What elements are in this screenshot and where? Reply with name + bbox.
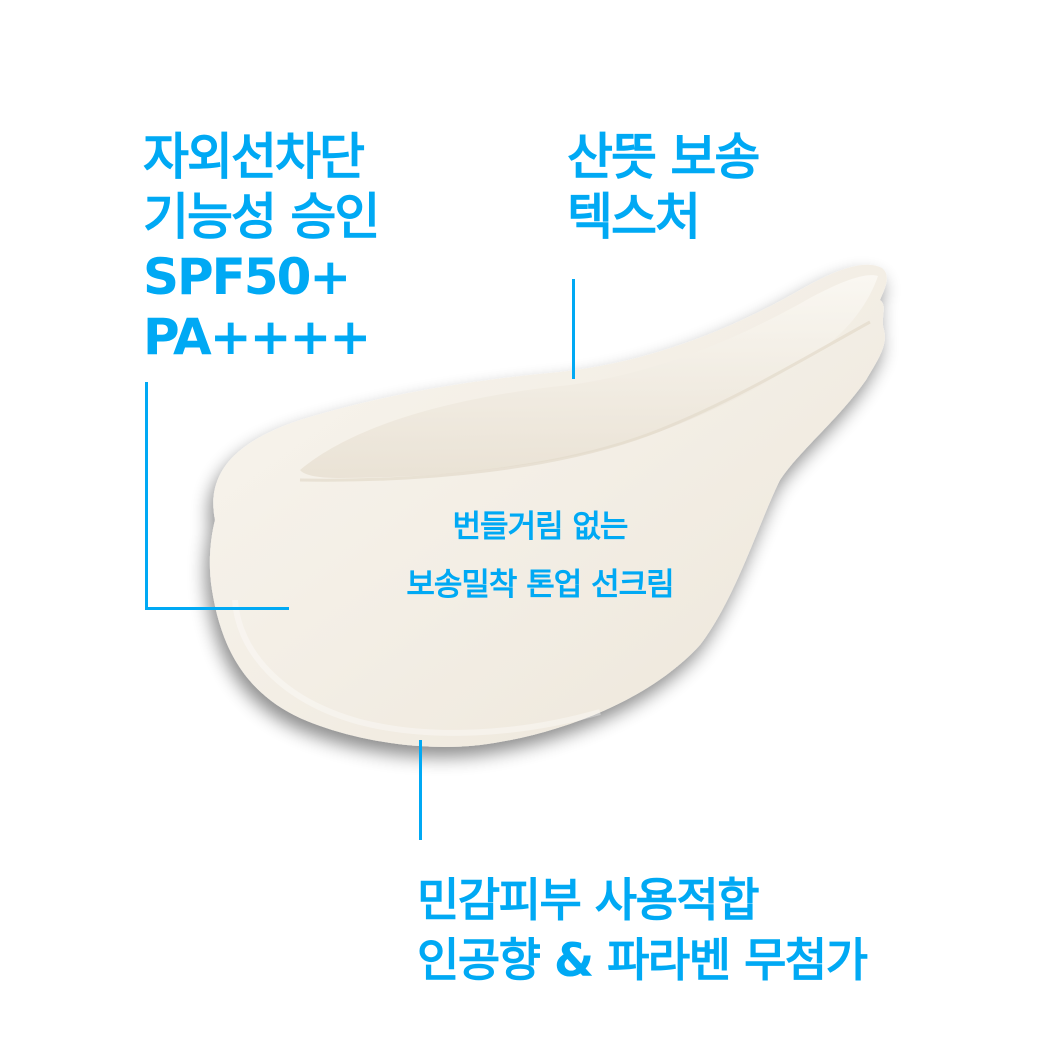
- sensitive-callout-line-2: 인공향 & 파라벤 무첨가: [417, 933, 868, 987]
- connector-line-left-horizontal: [145, 607, 289, 610]
- texture-callout-line-2: 텍스처: [567, 188, 701, 246]
- connector-line-left-vertical: [145, 382, 148, 610]
- uv-protection-callout: 자외선차단 기능성 승인 SPF50+ PA++++: [143, 127, 380, 367]
- pa-rating: PA++++: [143, 308, 371, 366]
- connector-line-top: [572, 279, 575, 379]
- sensitive-callout-line-1: 민감피부 사용적합: [417, 873, 760, 927]
- connector-line-bottom: [419, 740, 422, 840]
- uv-callout-line-1: 자외선차단: [143, 128, 365, 186]
- uv-callout-line-2: 기능성 승인: [143, 188, 380, 246]
- center-headline-line-1: 번들거림 없는: [452, 509, 629, 545]
- texture-callout: 산뜻 보송 텍스처: [567, 127, 760, 247]
- spf-rating: SPF50+: [143, 248, 351, 306]
- sensitive-skin-callout: 민감피부 사용적합 인공향 & 파라벤 무첨가: [417, 870, 868, 990]
- center-headline-line-2: 보송밀착 톤업 선크림: [406, 567, 674, 603]
- center-headline: 번들거림 없는 보송밀착 톤업 선크림: [330, 498, 750, 614]
- texture-callout-line-1: 산뜻 보송: [567, 128, 760, 186]
